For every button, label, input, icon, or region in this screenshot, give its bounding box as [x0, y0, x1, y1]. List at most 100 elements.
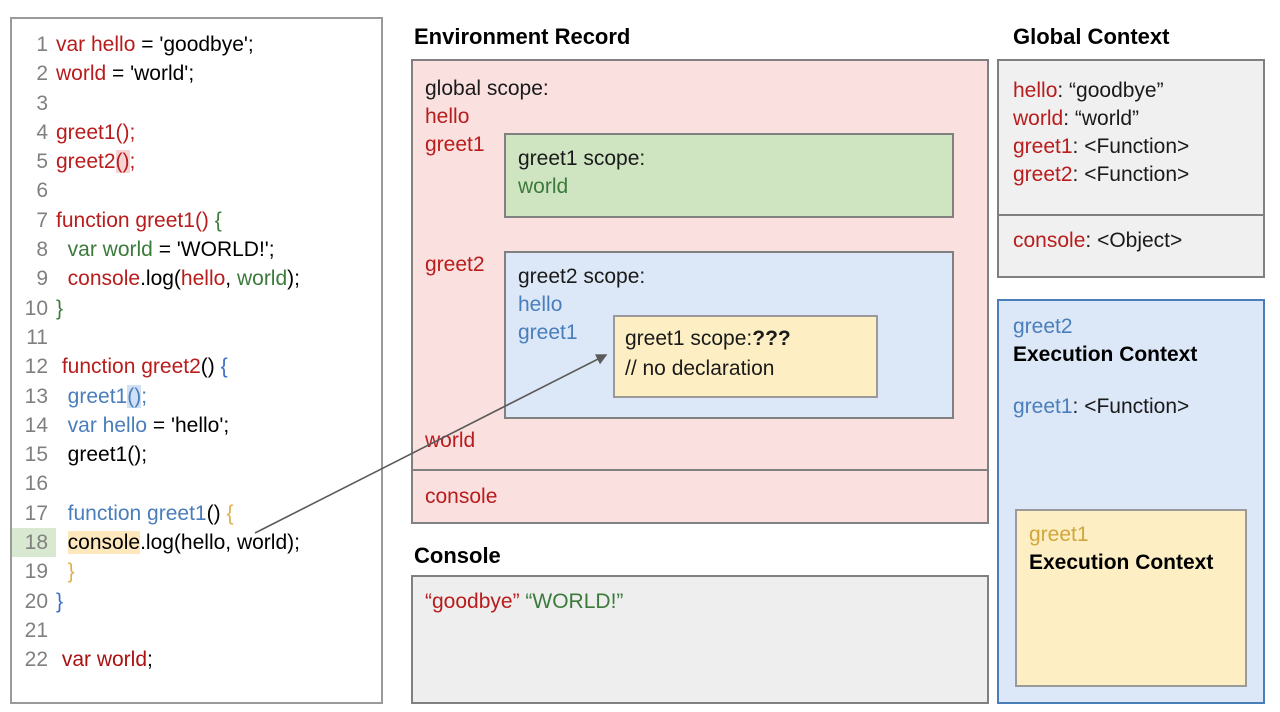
code-line-source: function greet2() { [56, 352, 381, 381]
global-context-value: <Function> [1084, 163, 1190, 186]
code-line[interactable]: 17 function greet1() { [12, 499, 381, 528]
global-context-colon: : [1072, 135, 1085, 158]
code-line-source: console.log(hello, world); [56, 264, 381, 293]
global-context-variables-region: hello: “goodbye” world: “world” greet1: … [999, 61, 1263, 216]
code-line[interactable]: 19 } [12, 557, 381, 586]
code-line[interactable]: 15 greet1(); [12, 440, 381, 469]
code-line[interactable]: 5 greet2(); [12, 147, 381, 176]
code-line[interactable]: 3 [12, 89, 381, 118]
global-context-value: <Function> [1084, 135, 1190, 158]
code-line-number: 11 [26, 325, 48, 349]
code-line-source: greet1(); [56, 440, 381, 469]
greet1-scope-var-world: world [518, 175, 569, 198]
code-line[interactable]: 12 function greet2() { [12, 352, 381, 381]
global-context-row: hello: “goodbye” [1013, 79, 1164, 103]
global-context-title: Global Context [1013, 24, 1170, 49]
code-line[interactable]: 21 [12, 616, 381, 645]
code-token: () [127, 384, 142, 408]
greet2-exec-row-colon: : [1072, 395, 1085, 418]
code-line[interactable]: 13 greet1(); [12, 382, 381, 411]
greet2-scope-var-hello: hello [518, 293, 563, 316]
env-binding-greet2: greet2 [425, 253, 485, 276]
code-line[interactable]: 14 var hello = 'hello'; [12, 411, 381, 440]
greet1-scope-title: greet1 scope: [518, 147, 646, 170]
code-token [56, 531, 68, 554]
greet1-inner-scope-comment: // no declaration [625, 357, 775, 380]
code-line-source: greet1(); [56, 118, 381, 147]
code-line-source: var hello = 'goodbye'; [56, 30, 381, 59]
code-line[interactable]: 18 console.log(hello, world); [12, 528, 381, 558]
greet2-exec-row-key: greet1 [1013, 395, 1073, 418]
greet2-scope-var-greet1: greet1 [518, 321, 578, 344]
code-line-number: 5 [36, 150, 48, 174]
code-line[interactable]: 1 var hello = 'goodbye'; [12, 30, 381, 59]
code-token: var world [56, 648, 148, 672]
code-token: } [56, 296, 64, 320]
code-token: var world [56, 238, 153, 262]
code-token: { [226, 501, 234, 525]
code-token: greet1 [56, 120, 116, 144]
code-line-number: 19 [24, 560, 48, 584]
code-line-number: 8 [36, 238, 48, 262]
global-context-key: world [1013, 107, 1064, 130]
code-token: () [200, 355, 221, 379]
code-token: greet2 [56, 150, 116, 174]
code-line-number: 17 [24, 501, 48, 525]
code-token: function greet1 [56, 208, 195, 232]
greet1-inner-scope-title: greet1 scope:??? [625, 327, 791, 351]
code-line-source: } [56, 557, 381, 586]
code-line-number: 1 [36, 33, 48, 56]
code-token: var hello [56, 33, 136, 56]
code-line-source: } [56, 294, 381, 323]
code-token: (); [115, 120, 136, 144]
env-binding-greet1: greet1 [425, 133, 485, 156]
code-line[interactable]: 20} [12, 587, 381, 616]
greet1-inner-scope-box: greet1 scope:??? // no declaration [613, 315, 878, 398]
code-token: { [220, 355, 228, 379]
global-context-panel: hello: “goodbye” world: “world” greet1: … [997, 59, 1265, 278]
code-token: = 'goodbye'; [135, 33, 254, 56]
console-title: Console [414, 543, 501, 568]
greet2-scope-title: greet2 scope: [518, 265, 646, 288]
global-context-colon: : [1057, 79, 1070, 102]
code-token: ; [147, 648, 153, 672]
code-line[interactable]: 8 var world = 'WORLD!'; [12, 235, 381, 264]
code-token: ; [141, 384, 148, 408]
code-line-source: } [56, 587, 381, 616]
code-token: world [236, 267, 288, 291]
code-token: { [214, 208, 222, 232]
code-line[interactable]: 9 console.log(hello, world); [12, 264, 381, 293]
code-token: ); [287, 267, 300, 291]
greet2-exec-context-subtitle: Execution Context [1013, 343, 1198, 366]
code-token: world [56, 62, 107, 86]
global-context-colon: : [1072, 163, 1085, 186]
env-binding-hello: hello [425, 105, 470, 128]
code-line[interactable]: 16 [12, 469, 381, 498]
code-token: hello [180, 267, 226, 291]
code-line-number: 18 [12, 528, 56, 558]
greet1-inner-scope-unknown: ??? [752, 327, 791, 350]
code-token: greet1 [56, 384, 128, 408]
code-line[interactable]: 6 [12, 176, 381, 205]
global-context-colon: : [1063, 107, 1075, 130]
code-token: function greet1 [56, 501, 207, 525]
global-scope-label: global scope: [425, 77, 549, 100]
code-token: () [194, 208, 215, 232]
code-line-number: 13 [24, 384, 48, 408]
env-binding-world: world [425, 429, 476, 452]
code-line-source: greet2(); [56, 147, 381, 176]
code-line[interactable]: 10} [12, 294, 381, 323]
code-token: () [115, 150, 130, 174]
global-context-console-key: console [1013, 229, 1086, 252]
code-line-number: 6 [36, 179, 48, 203]
global-context-row: greet1: <Function> [1013, 135, 1189, 159]
code-token: console [67, 531, 141, 555]
code-line[interactable]: 22 var world; [12, 645, 381, 674]
code-line-source: function greet1() { [56, 499, 381, 528]
code-line[interactable]: 11 [12, 323, 381, 352]
